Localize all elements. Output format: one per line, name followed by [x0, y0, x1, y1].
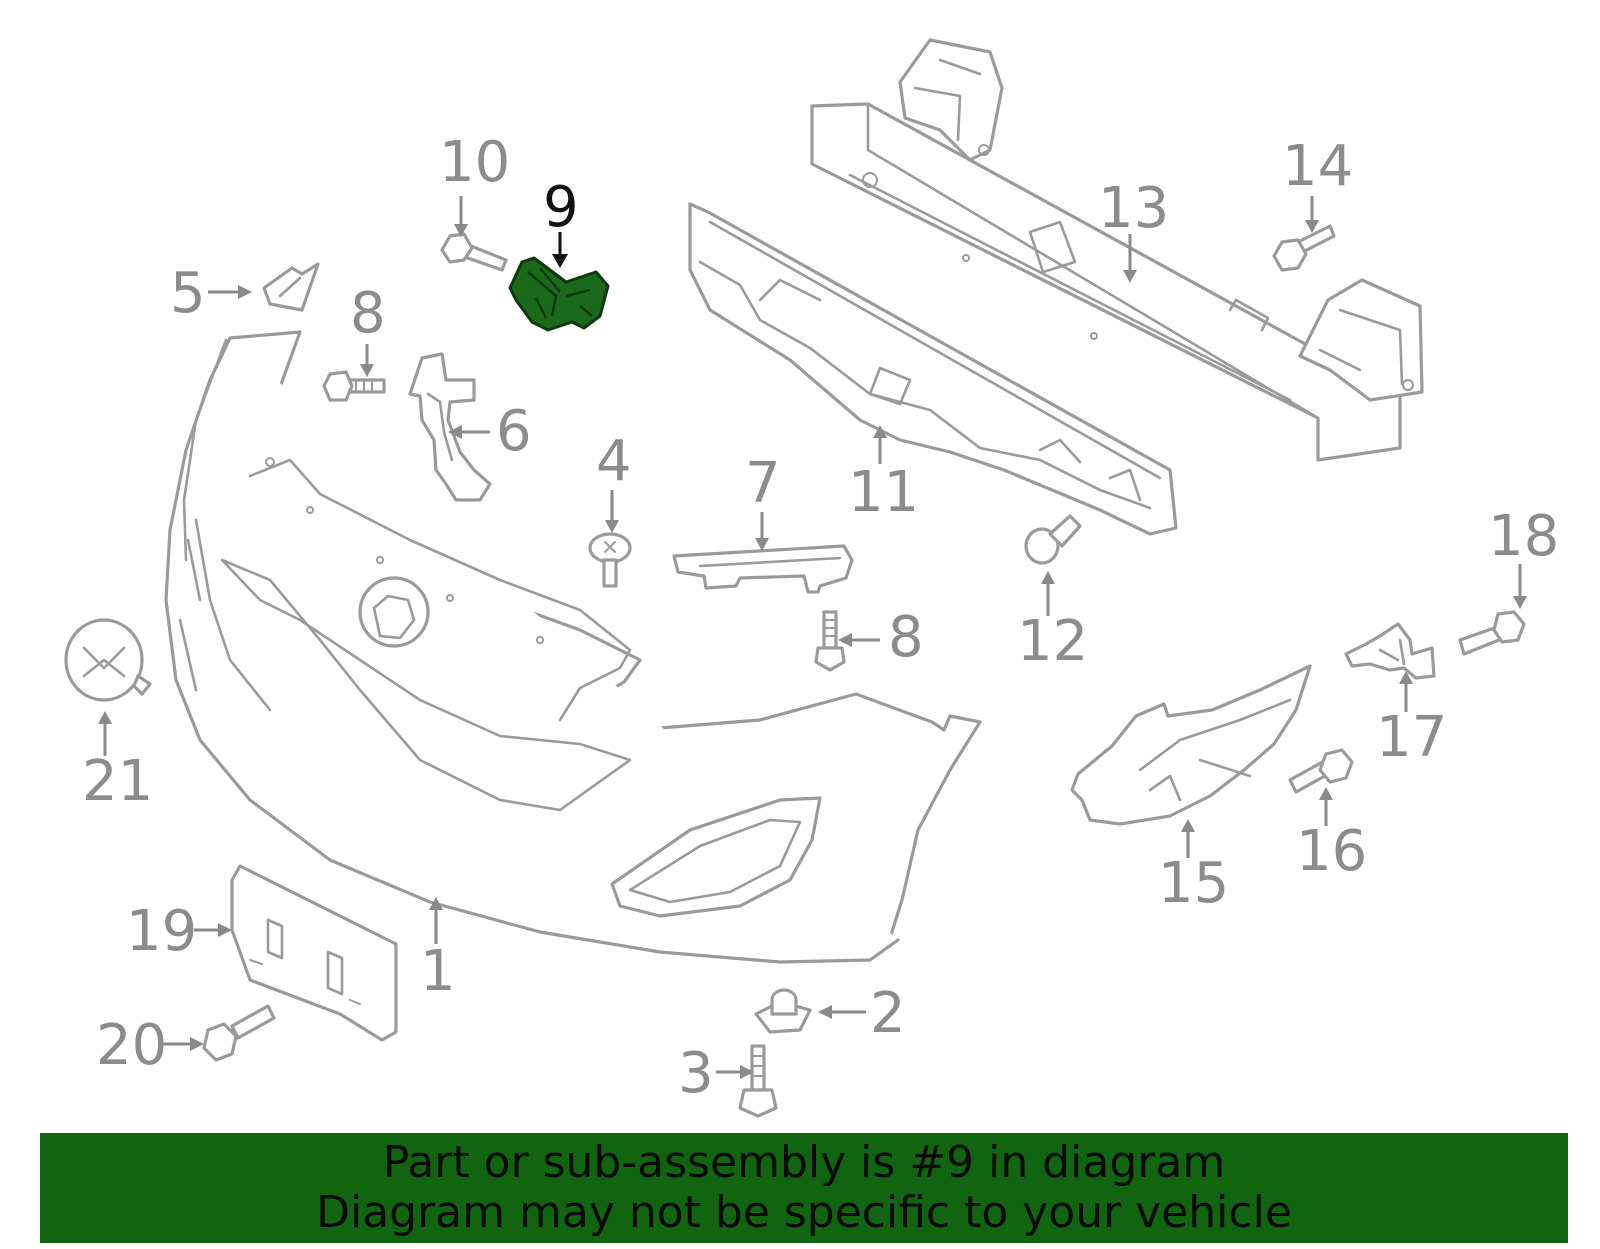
part-2-nut: [754, 988, 812, 1034]
callout-14: 14: [1282, 134, 1353, 199]
callout-7: 7: [745, 451, 781, 516]
part-15-fog-bracket: [1070, 664, 1312, 826]
banner-line-part-number: Part or sub-assembly is #9 in diagram: [382, 1137, 1226, 1188]
callout-13: 13: [1098, 176, 1169, 241]
part-3-bolt: [738, 1044, 778, 1118]
callout-19: 19: [126, 899, 197, 964]
info-banner: Part or sub-assembly is #9 in diagram Di…: [40, 1133, 1568, 1243]
callout-labels: 10 9 5 8 6 4 7 8 11 12 13 14 18 17 16 15…: [82, 130, 1559, 1106]
callout-11: 11: [848, 460, 919, 525]
part-19-plate-bracket: [230, 864, 398, 1042]
part-21-emblem: [64, 618, 152, 702]
callout-4: 4: [596, 429, 632, 494]
part-18-bolt: [1458, 610, 1526, 656]
callout-2: 2: [870, 981, 906, 1046]
part-7-bracket: [672, 544, 854, 594]
part-17-bracket: [1344, 622, 1436, 680]
part-8-bolt-lower: [814, 610, 846, 672]
part-8-bolt-upper: [322, 370, 386, 402]
callout-6: 6: [496, 399, 532, 464]
part-11-absorber: [688, 202, 1178, 536]
part-5-clip: [262, 262, 320, 312]
part-16-bolt: [1288, 748, 1354, 794]
callout-1: 1: [420, 939, 456, 1004]
callout-16: 16: [1296, 819, 1367, 884]
part-14-bolt: [1272, 224, 1336, 272]
callout-12: 12: [1017, 609, 1088, 674]
callout-8-upper: 8: [350, 281, 386, 346]
leader-lines: [98, 196, 1527, 1079]
part-12-pin: [1024, 514, 1082, 565]
part-20-bolt: [202, 1004, 276, 1062]
callout-3: 3: [678, 1041, 714, 1106]
callout-17: 17: [1376, 705, 1447, 770]
part-13-reinforcement: [810, 38, 1424, 462]
part-1-bumper-cover: [164, 330, 982, 964]
part-10-bolt: [440, 232, 508, 272]
callout-20: 20: [96, 1013, 167, 1078]
callout-8-lower: 8: [888, 605, 924, 670]
banner-line-disclaimer: Diagram may not be specific to your vehi…: [316, 1187, 1292, 1238]
callout-18: 18: [1488, 504, 1559, 569]
callout-5: 5: [170, 261, 206, 326]
part-6-bracket: [408, 352, 492, 502]
part-9-bracket-highlighted: [508, 256, 610, 332]
part-4-clip: [588, 532, 632, 588]
callout-21: 21: [82, 749, 153, 814]
callout-9: 9: [543, 175, 579, 240]
callout-10: 10: [439, 130, 510, 195]
callout-15: 15: [1158, 851, 1229, 916]
